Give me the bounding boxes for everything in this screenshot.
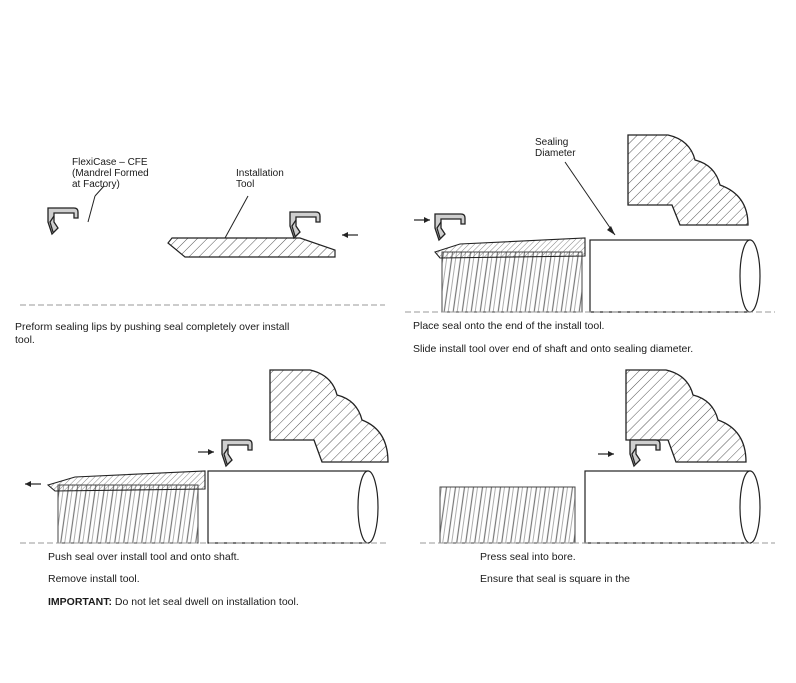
push-arrow-right-2 <box>413 216 431 224</box>
install-tool-on-shaft <box>434 237 586 259</box>
seal-on-tool <box>289 211 321 239</box>
label-flexicase-line3: at Factory) <box>72 179 120 190</box>
caption-1-line1: Preform sealing lips by pushing seal com… <box>15 321 290 333</box>
remove-tool-arrow <box>24 480 42 488</box>
caption-1-line2: tool. <box>15 334 35 346</box>
label-diameter-line1: Sealing <box>535 137 569 148</box>
panel-3-push-seal <box>20 369 389 544</box>
push-arrow-left <box>341 231 359 239</box>
seal-standalone <box>47 207 79 235</box>
leader-flexicase <box>94 185 105 197</box>
housing-bore-3 <box>269 369 389 463</box>
important-text: Do not let seal dwell on installation to… <box>111 596 299 608</box>
install-tool-shape <box>167 237 336 258</box>
caption-panel-3-line3: IMPORTANT: Do not let seal dwell on inst… <box>48 596 299 609</box>
leader-sealing-diameter <box>564 161 616 236</box>
shaft-threads-3 <box>57 484 199 544</box>
label-flexicase-line2: (Mandrel Formed <box>72 168 149 179</box>
seal-in-bore-4 <box>629 439 661 467</box>
caption-panel-4-line1: Press seal into bore. <box>480 551 576 563</box>
label-flexicase: FlexiCase – CFE (Mandrel Formed at Facto… <box>72 157 149 190</box>
label-tool-line1: Installation <box>236 168 284 179</box>
panel-2-place-seal <box>405 134 775 313</box>
housing-bore-4 <box>625 369 747 463</box>
panel-4-press-seal <box>420 369 775 544</box>
housing-bore <box>627 134 749 226</box>
label-tool-line2: Tool <box>236 179 255 190</box>
shaft-body <box>589 239 751 313</box>
seal-on-shaft-3 <box>221 439 253 467</box>
caption-panel-2-line1: Place seal onto the end of the install t… <box>413 320 605 332</box>
caption-panel-4-line2: Ensure that seal is square in the <box>480 573 631 585</box>
label-diameter-line2: Diameter <box>535 148 576 159</box>
push-arrow-right-4 <box>597 450 615 458</box>
caption-panel-3-line1: Push seal over install tool and onto sha… <box>48 551 240 563</box>
label-flexicase-line1: FlexiCase – CFE <box>72 157 148 168</box>
caption-panel-3-line2: Remove install tool. <box>48 573 140 585</box>
important-label: IMPORTANT: <box>48 596 112 608</box>
shaft-threads-4 <box>439 486 576 544</box>
shaft-body-4 <box>584 470 751 544</box>
label-sealing-diameter: Sealing Diameter <box>535 137 576 159</box>
caption-panel-2-line2: Slide install tool over end of shaft and… <box>413 343 694 355</box>
install-tool-3 <box>46 470 206 492</box>
shaft-body-3 <box>207 470 369 544</box>
seal-on-tool-2 <box>434 213 466 241</box>
shaft-threads <box>441 251 583 313</box>
leader-install-tool <box>224 195 249 239</box>
shaft-end-4 <box>739 470 761 544</box>
push-arrow-right-3 <box>197 448 215 456</box>
label-installation-tool: Installation Tool <box>236 168 284 190</box>
shaft-end-3 <box>357 470 379 544</box>
caption-panel-1: Preform sealing lips by pushing seal com… <box>15 321 289 347</box>
panel-1-preform <box>20 185 385 306</box>
shaft-end <box>739 239 761 313</box>
